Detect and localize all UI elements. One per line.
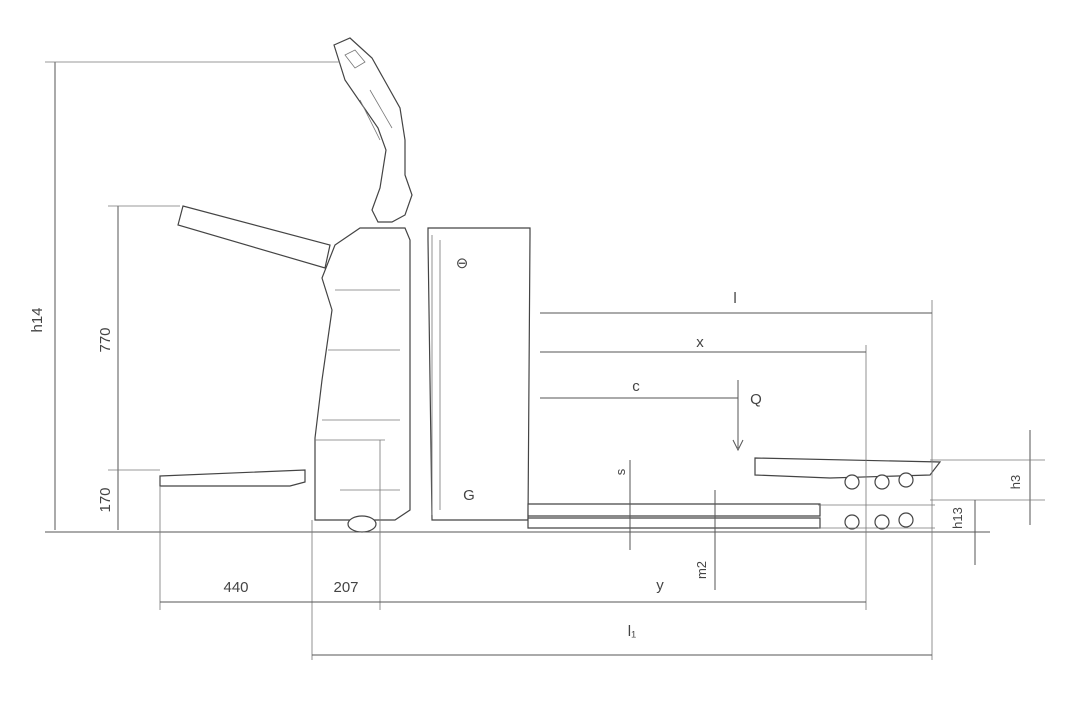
dim-c-label: c — [632, 378, 640, 395]
fork-upper — [527, 503, 821, 517]
load-wheels-upper — [844, 472, 914, 490]
dim-770-label: 770 — [97, 327, 114, 352]
drive-wheel — [347, 515, 377, 533]
drive-unit-body — [314, 227, 411, 521]
dim-q-label: Q — [750, 391, 762, 408]
dim-207-label: 207 — [333, 579, 358, 596]
fork-lower — [527, 517, 821, 529]
dim-440-label: 440 — [223, 579, 248, 596]
side-arm-guard — [177, 205, 331, 269]
dimension-lines — [45, 61, 1045, 660]
bottom-mark-symbol: G — [463, 487, 475, 504]
raised-fork-tip — [754, 457, 942, 479]
dim-s-label: s — [613, 468, 628, 475]
battery-compartment — [427, 227, 531, 521]
load-wheels-lower — [844, 512, 914, 530]
top-mark-symbol: ⊖ — [456, 255, 469, 272]
tiller-arm — [333, 37, 413, 223]
dim-y-label: y — [656, 577, 664, 594]
dim-l1-label: l₁ — [628, 623, 636, 640]
dim-170-label: 170 — [97, 487, 114, 512]
dim-l-label: l — [733, 290, 736, 307]
dim-m2-label: m2 — [694, 561, 709, 579]
dim-h3-label: h3 — [1008, 475, 1023, 489]
operator-platform — [159, 469, 306, 487]
dim-h13-label: h13 — [950, 507, 965, 529]
truck-outline — [159, 37, 942, 533]
dim-h14-label: h14 — [29, 307, 46, 332]
dim-x-label: x — [696, 334, 704, 351]
